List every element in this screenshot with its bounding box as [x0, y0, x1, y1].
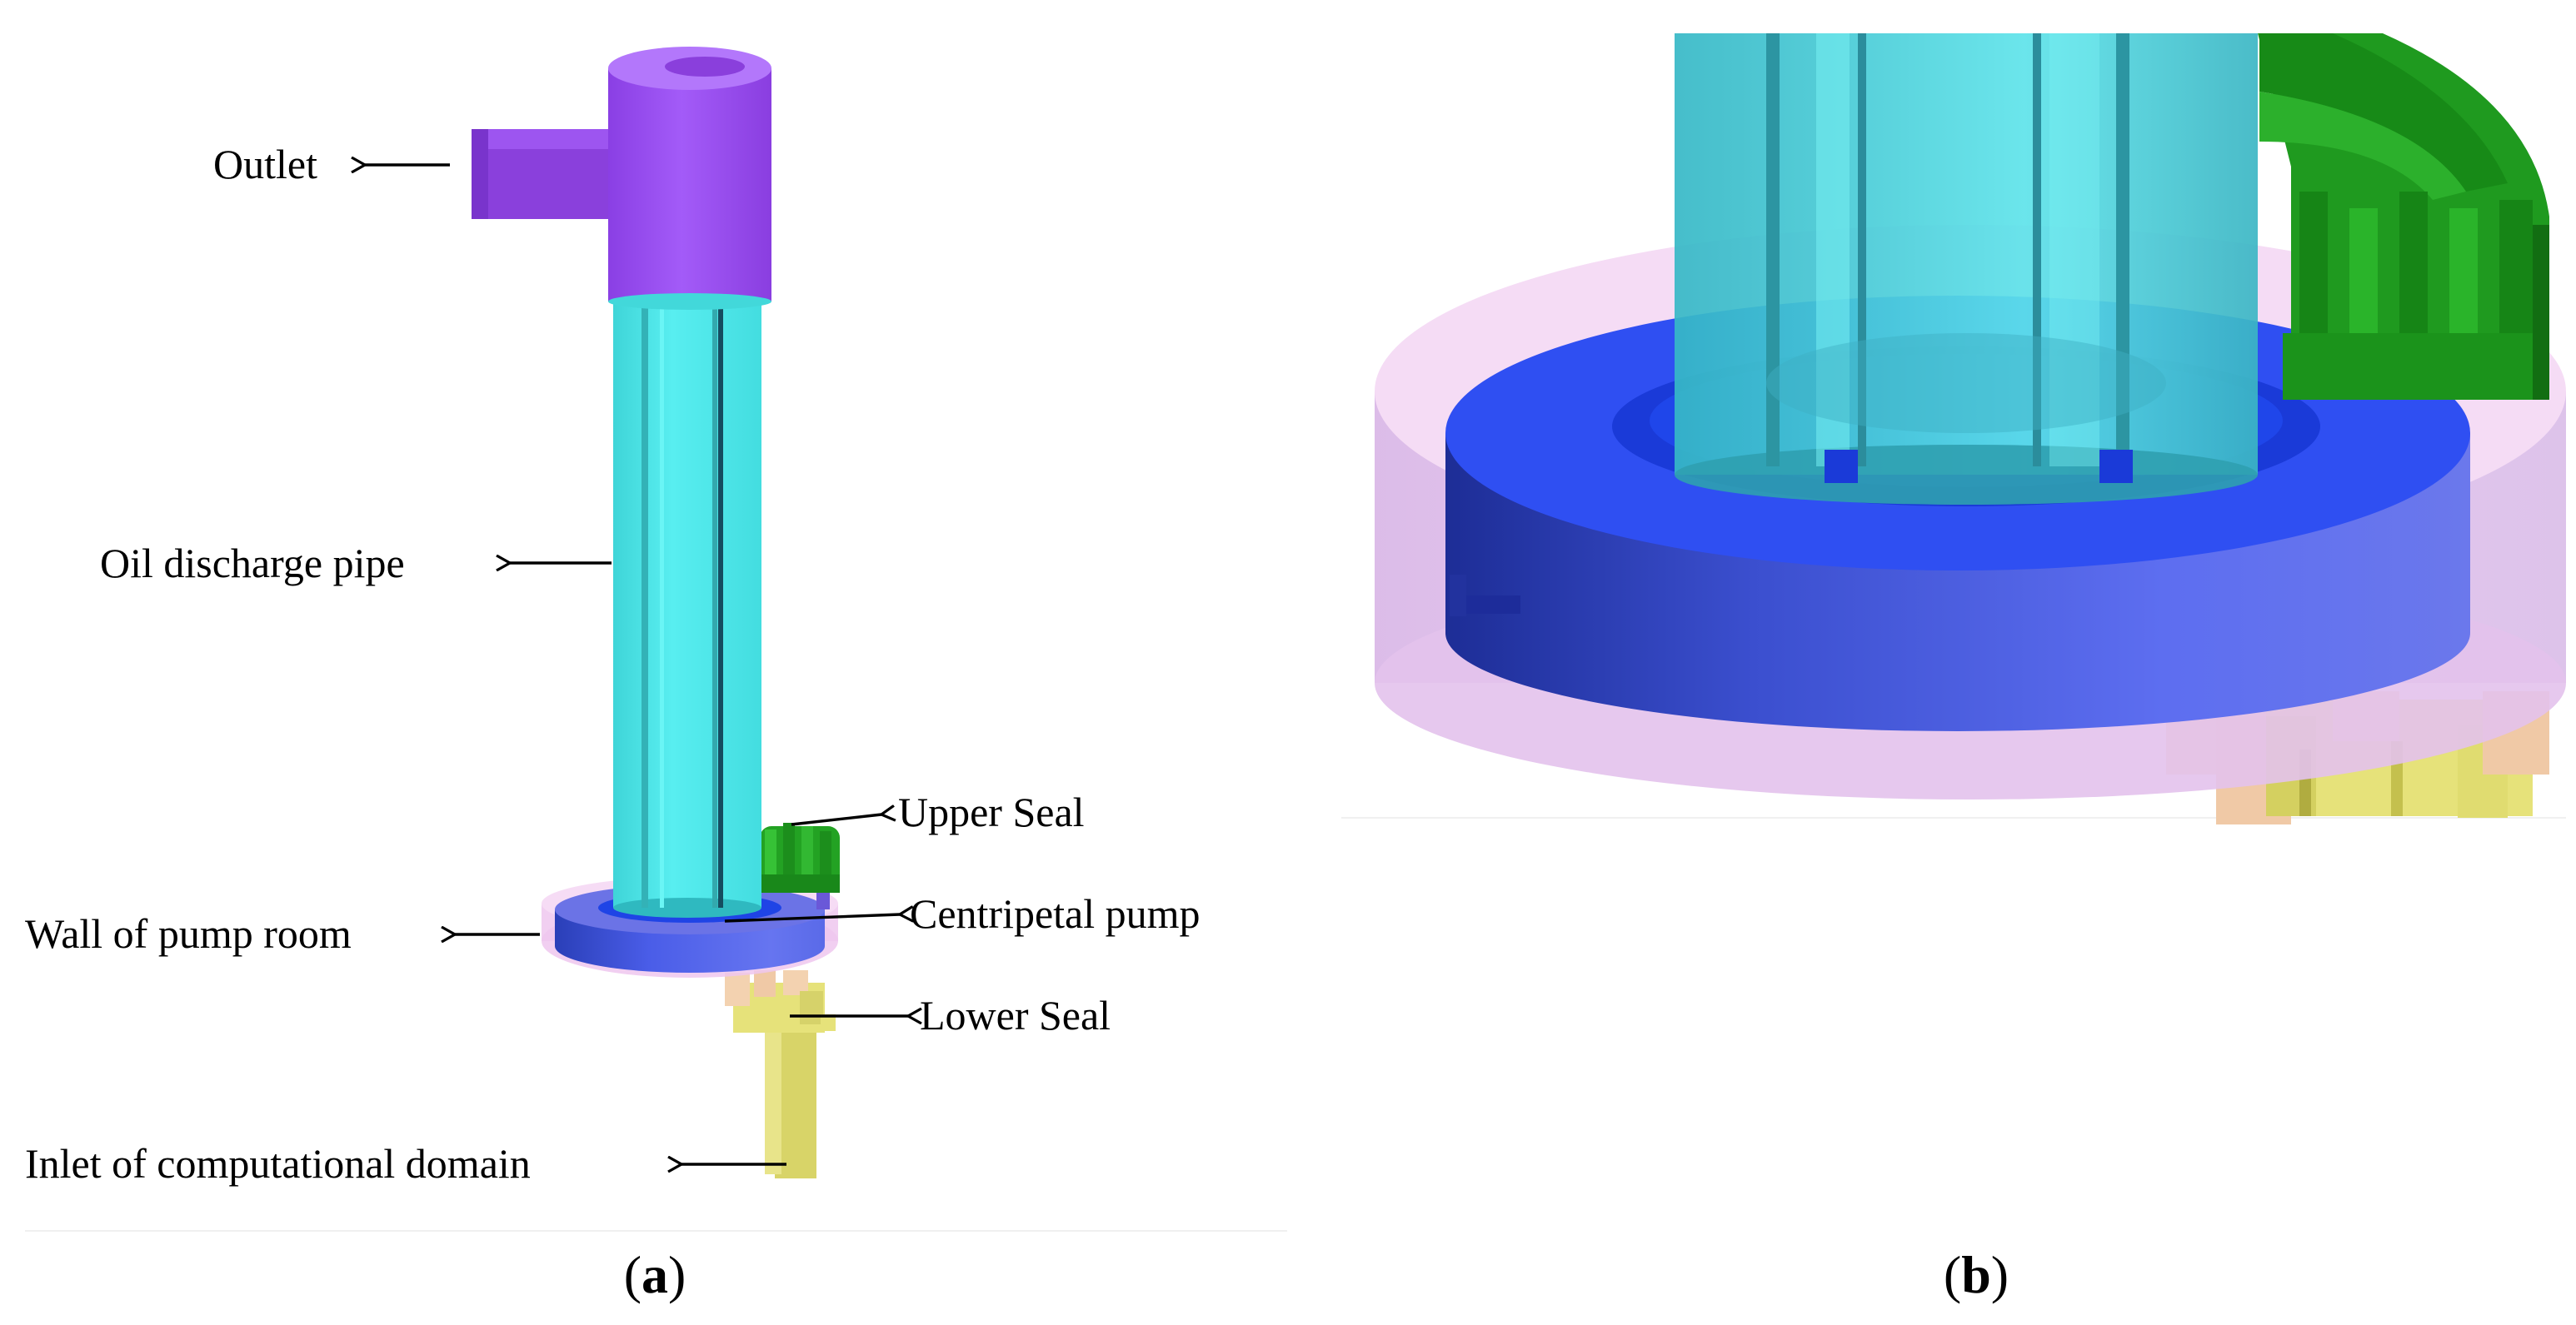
outlet-shape [472, 47, 771, 310]
panel-a-labels: Outlet Oil discharge pipe Upper Seal Cen… [25, 141, 1201, 1187]
label-upper-seal: Upper Seal [898, 789, 1085, 835]
caption-a: (a) [624, 1245, 686, 1304]
caption-b-letter: b [1961, 1245, 1991, 1304]
caption-a-open: ( [624, 1245, 642, 1304]
label-outlet: Outlet [213, 141, 317, 187]
caption-a-close: ) [668, 1245, 686, 1304]
caption-b-close: ) [1991, 1245, 2009, 1304]
arrow-upper-seal [791, 814, 881, 826]
panel-a: Outlet Oil discharge pipe Upper Seal Cen… [25, 47, 1287, 1304]
label-inlet: Inlet of computational domain [25, 1140, 531, 1187]
oil-discharge-pipe-closeup-shape [1675, 33, 2258, 505]
upper-seal-closeup-shape [2258, 33, 2549, 400]
caption-b: (b) [1944, 1245, 2009, 1304]
caption-a-letter: a [642, 1245, 668, 1304]
label-wall-of-pump-room: Wall of pump room [25, 910, 352, 957]
upper-seal-shape [760, 823, 840, 893]
arrow-centripetal-pump [724, 914, 900, 921]
panel-b: (b) [1341, 33, 2566, 1304]
oil-discharge-pipe-shape [613, 300, 761, 918]
label-oil-discharge-pipe: Oil discharge pipe [100, 540, 405, 586]
caption-b-open: ( [1944, 1245, 1961, 1304]
lower-seal-shape [725, 970, 836, 1178]
label-centripetal-pump: Centripetal pump [910, 890, 1201, 937]
panel-a-arrows [365, 165, 908, 1164]
label-lower-seal: Lower Seal [920, 992, 1111, 1039]
